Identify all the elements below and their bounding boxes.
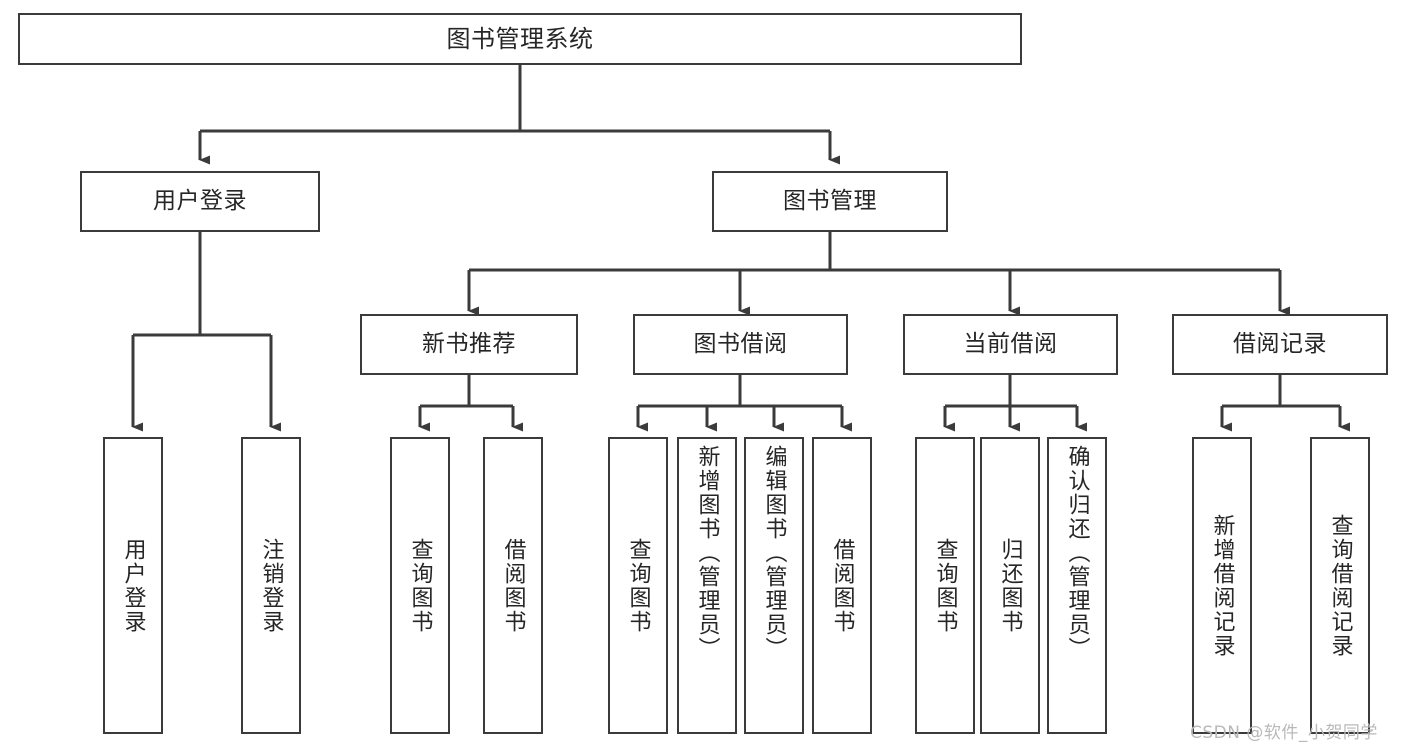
- leaf-recommend-borrow-book-label: 借阅图书: [500, 537, 526, 634]
- node-current-borrow-label: 当前借阅: [963, 331, 1058, 357]
- leaf-user-login-login[interactable]: 用户登录: [103, 437, 163, 734]
- leaf-borrow-add-book-label: 新增图书（管理员）: [694, 445, 720, 661]
- node-root-system-label: 图书管理系统: [446, 25, 594, 53]
- node-book-management[interactable]: 图书管理: [712, 171, 948, 232]
- node-book-borrow-label: 图书借阅: [693, 331, 788, 357]
- leaf-current-confirm-return-label: 确认归还（管理员）: [1064, 445, 1090, 661]
- node-user-login-label: 用户登录: [153, 188, 247, 214]
- node-current-borrow[interactable]: 当前借阅: [903, 314, 1118, 375]
- leaf-recommend-borrow-book[interactable]: 借阅图书: [483, 437, 543, 734]
- leaf-borrow-lend-book-label: 借阅图书: [829, 537, 855, 634]
- leaf-current-return-book-label: 归还图书: [997, 537, 1023, 634]
- csdn-watermark: CSDN @软件_小贺同学: [1190, 723, 1378, 743]
- leaf-record-add-record[interactable]: 新增借阅记录: [1192, 437, 1252, 734]
- leaf-record-query-record[interactable]: 查询借阅记录: [1310, 437, 1370, 734]
- leaf-borrow-query-book[interactable]: 查询图书: [608, 437, 668, 734]
- leaf-user-login-login-label: 用户登录: [120, 537, 146, 634]
- node-root-system[interactable]: 图书管理系统: [18, 13, 1022, 65]
- node-book-borrow[interactable]: 图书借阅: [633, 314, 848, 375]
- leaf-borrow-lend-book[interactable]: 借阅图书: [812, 437, 872, 734]
- leaf-current-query-book[interactable]: 查询图书: [915, 437, 975, 734]
- leaf-record-query-record-label: 查询借阅记录: [1327, 513, 1353, 658]
- leaf-borrow-edit-book[interactable]: 编辑图书（管理员）: [744, 437, 804, 734]
- leaf-borrow-query-book-label: 查询图书: [625, 537, 651, 634]
- leaf-borrow-edit-book-label: 编辑图书（管理员）: [761, 445, 787, 661]
- leaf-recommend-query-book-label: 查询图书: [407, 537, 433, 634]
- leaf-current-query-book-label: 查询图书: [932, 537, 958, 634]
- node-new-book-recommend-label: 新书推荐: [422, 331, 516, 357]
- node-borrow-record[interactable]: 借阅记录: [1172, 314, 1388, 375]
- leaf-user-login-logout[interactable]: 注销登录: [241, 437, 301, 734]
- leaf-user-login-logout-label: 注销登录: [258, 537, 284, 634]
- leaf-recommend-query-book[interactable]: 查询图书: [390, 437, 450, 734]
- node-book-management-label: 图书管理: [783, 188, 877, 214]
- node-new-book-recommend[interactable]: 新书推荐: [360, 314, 578, 375]
- leaf-record-add-record-label: 新增借阅记录: [1209, 513, 1235, 658]
- leaf-current-return-book[interactable]: 归还图书: [980, 437, 1040, 734]
- leaf-current-confirm-return[interactable]: 确认归还（管理员）: [1047, 437, 1107, 734]
- leaf-borrow-add-book[interactable]: 新增图书（管理员）: [677, 437, 737, 734]
- node-borrow-record-label: 借阅记录: [1233, 331, 1327, 357]
- node-user-login[interactable]: 用户登录: [80, 171, 320, 232]
